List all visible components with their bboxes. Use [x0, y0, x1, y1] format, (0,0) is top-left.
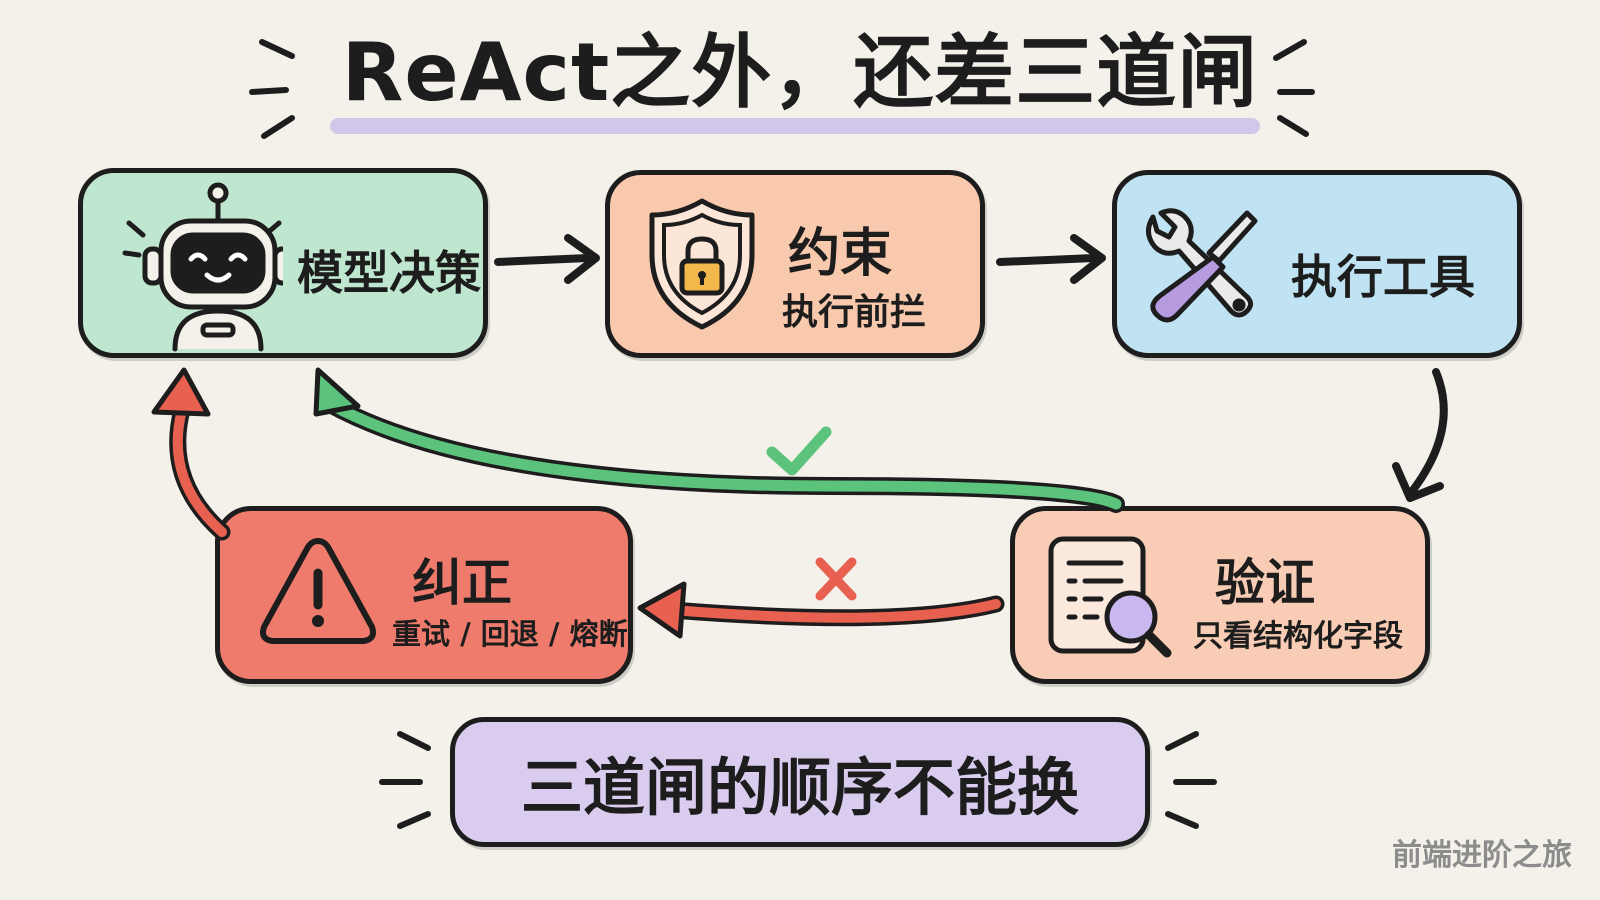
conclusion-banner: 三道闸的顺序不能换: [450, 717, 1150, 847]
node-label-verify: 验证: [1215, 554, 1315, 612]
document-search-icon: [1048, 536, 1172, 658]
check-icon: [766, 426, 832, 476]
node-sub-constraint: 执行前拦: [782, 292, 927, 333]
arrow-constraint-to-execute: [996, 234, 1106, 284]
node-label-execute: 执行工具: [1291, 250, 1475, 304]
node-verify: 验证 只看结构化字段: [1010, 506, 1430, 684]
arrow-verify-fail-to-correct: [637, 581, 1005, 639]
node-sub-correct: 重试 / 回退 / 熔断: [392, 617, 628, 651]
node-constraint: 约束 执行前拦: [605, 170, 985, 358]
node-correct: 纠正 重试 / 回退 / 熔断: [215, 506, 633, 684]
watermark: 前端进阶之旅: [1392, 838, 1572, 873]
node-label-correct: 纠正: [412, 554, 512, 612]
node-execute-tool: 执行工具: [1112, 170, 1522, 358]
cross-icon: [815, 557, 857, 601]
title-underline: [330, 118, 1260, 134]
arrow-verify-success-to-decision: [313, 367, 1125, 513]
shield-lock-icon: [649, 198, 755, 330]
tools-icon: [1146, 208, 1258, 323]
node-label-decision: 模型决策: [297, 246, 481, 300]
warning-icon: [260, 538, 376, 644]
arrow-correct-to-decision: [151, 367, 231, 541]
node-model-decision: 模型决策: [78, 168, 488, 358]
conclusion-text: 三道闸的顺序不能换: [520, 751, 1079, 824]
arrow-decision-to-constraint: [494, 234, 600, 284]
node-label-constraint: 约束: [788, 224, 893, 284]
robot-icon: [122, 182, 283, 352]
node-sub-verify: 只看结构化字段: [1193, 619, 1403, 654]
diagram-title: ReAct之外，还差三道闸: [341, 26, 1259, 119]
arrow-execute-to-verify: [1392, 368, 1448, 502]
